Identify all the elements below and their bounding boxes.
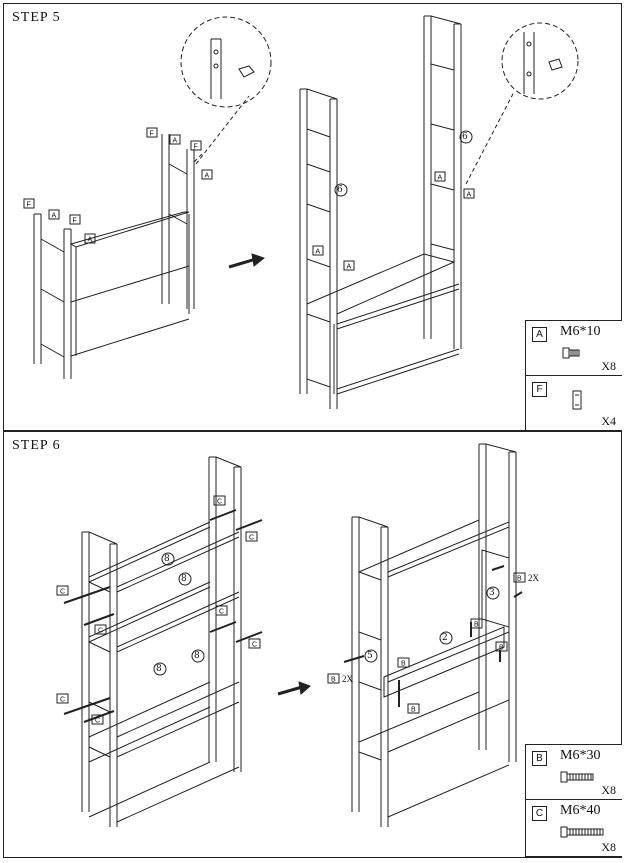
step-5-part-6-left bbox=[334, 183, 348, 197]
step-5-part-6-right-label: 6 bbox=[462, 132, 468, 142]
step-6-left-c-text: C C C C C C C C bbox=[60, 499, 257, 725]
hardware-qty-a: X8 bbox=[601, 359, 616, 373]
svg-text:B: B bbox=[401, 661, 406, 668]
step-5-right-fastener-labels: A A A A bbox=[316, 175, 472, 271]
hardware-code-f: F bbox=[532, 382, 547, 397]
svg-text:C: C bbox=[252, 642, 257, 649]
step-6-right-label-text: B B B B B B bbox=[331, 576, 522, 714]
step-5-detail-circle-right bbox=[465, 22, 579, 185]
svg-text:A: A bbox=[173, 138, 178, 145]
svg-text:F: F bbox=[194, 144, 198, 151]
hardware-code-c: C bbox=[532, 806, 547, 821]
svg-text:B: B bbox=[499, 645, 504, 652]
hardware-row-b: B M6*30 X8 bbox=[526, 745, 622, 800]
svg-text:C: C bbox=[60, 589, 65, 596]
svg-text:B: B bbox=[517, 576, 522, 583]
hardware-row-c: C M6*40 X8 bbox=[526, 800, 622, 857]
bolt-b-icon bbox=[560, 771, 594, 783]
step-6-part-3 bbox=[486, 586, 500, 600]
step-5-illustration: F A F A F A F A bbox=[23, 15, 579, 409]
step-5-fasteners-left bbox=[23, 127, 213, 244]
step-6-part-2-label: 2 bbox=[442, 633, 448, 643]
svg-text:A: A bbox=[467, 192, 472, 199]
step-5-part-6-left-label: 6 bbox=[337, 185, 343, 195]
svg-text:C: C bbox=[98, 628, 103, 635]
step-6-part-8-b bbox=[178, 572, 192, 586]
svg-text:A: A bbox=[88, 237, 93, 244]
svg-text:C: C bbox=[217, 499, 222, 506]
step-6-left-bolts bbox=[63, 509, 263, 723]
step-6-part-8-a bbox=[161, 552, 175, 566]
step-6-right-unit bbox=[351, 443, 517, 827]
step-6-part-3-label: 3 bbox=[489, 588, 495, 598]
hardware-spec-a: M6*10 bbox=[560, 324, 601, 339]
svg-text:C: C bbox=[219, 609, 224, 616]
bolt-c-icon bbox=[560, 826, 604, 838]
step-6-left-unit bbox=[81, 456, 242, 827]
svg-text:A: A bbox=[205, 173, 210, 180]
bracket-f-icon bbox=[572, 390, 582, 410]
svg-text:F: F bbox=[150, 131, 154, 138]
step-6-title: STEP 6 bbox=[12, 438, 61, 453]
step-5-fastener-labels: F A F A F A F A bbox=[27, 131, 210, 244]
step-6-multiplier-right: 2X bbox=[528, 573, 539, 583]
step-6-part-8-b-label: 8 bbox=[181, 574, 187, 584]
step-6-illustration: C C C C C C C C bbox=[56, 443, 526, 827]
step-6-part-8-c-label: 8 bbox=[156, 664, 162, 674]
svg-text:B: B bbox=[331, 677, 336, 684]
svg-text:B: B bbox=[411, 707, 416, 714]
step-6-hardware-table: B M6*30 X8 C M6*40 X8 bbox=[525, 744, 622, 857]
svg-text:F: F bbox=[27, 202, 31, 209]
hardware-row-f: F X4 bbox=[526, 376, 622, 431]
svg-text:C: C bbox=[95, 718, 100, 725]
step-6-left-c-labels bbox=[56, 495, 261, 725]
step-5-title: STEP 5 bbox=[12, 10, 61, 25]
step-6-part-8-d-label: 8 bbox=[194, 651, 200, 661]
hardware-code-b: B bbox=[532, 751, 547, 766]
step-6-part-2 bbox=[439, 631, 453, 645]
step-5-part-6-right bbox=[459, 130, 473, 144]
hardware-qty-f: X4 bbox=[601, 414, 616, 428]
hardware-spec-c: M6*40 bbox=[560, 803, 601, 818]
step-6-part-8-c bbox=[153, 662, 167, 676]
step-6-part-8-a-label: 8 bbox=[164, 554, 170, 564]
step-5-detail-circle-left bbox=[180, 16, 272, 165]
svg-text:F: F bbox=[73, 218, 77, 225]
step-5-panel: STEP 5 F A F A F A F A bbox=[3, 3, 622, 431]
step-5-base-unit bbox=[33, 134, 195, 379]
step-5-right-fasteners bbox=[312, 171, 475, 271]
hardware-spec-b: M6*30 bbox=[560, 748, 601, 763]
step-6-right-bolts bbox=[343, 565, 523, 707]
step-6-part-5 bbox=[364, 649, 378, 663]
bolt-a-icon bbox=[562, 347, 580, 359]
svg-text:B: B bbox=[474, 622, 479, 629]
hardware-code-a: A bbox=[532, 327, 547, 342]
svg-text:A: A bbox=[52, 213, 57, 220]
hardware-qty-b: X8 bbox=[601, 783, 616, 797]
svg-text:C: C bbox=[60, 697, 65, 704]
step-6-part-8-d bbox=[191, 649, 205, 663]
step-6-panel: STEP 6 bbox=[3, 431, 622, 858]
step-6-part-5-label: 5 bbox=[367, 651, 373, 661]
step-5-hardware-table: A M6*10 X8 F X4 bbox=[525, 320, 622, 431]
hardware-qty-c: X8 bbox=[601, 840, 616, 854]
svg-text:A: A bbox=[316, 249, 321, 256]
step-6-multiplier-left: 2X bbox=[342, 674, 353, 684]
hardware-row-a: A M6*10 X8 bbox=[526, 321, 622, 376]
step-6-right-labels bbox=[327, 572, 526, 714]
svg-text:A: A bbox=[438, 175, 443, 182]
step-5-assembled-unit bbox=[299, 15, 462, 409]
svg-text:A: A bbox=[347, 264, 352, 271]
svg-text:C: C bbox=[249, 535, 254, 542]
